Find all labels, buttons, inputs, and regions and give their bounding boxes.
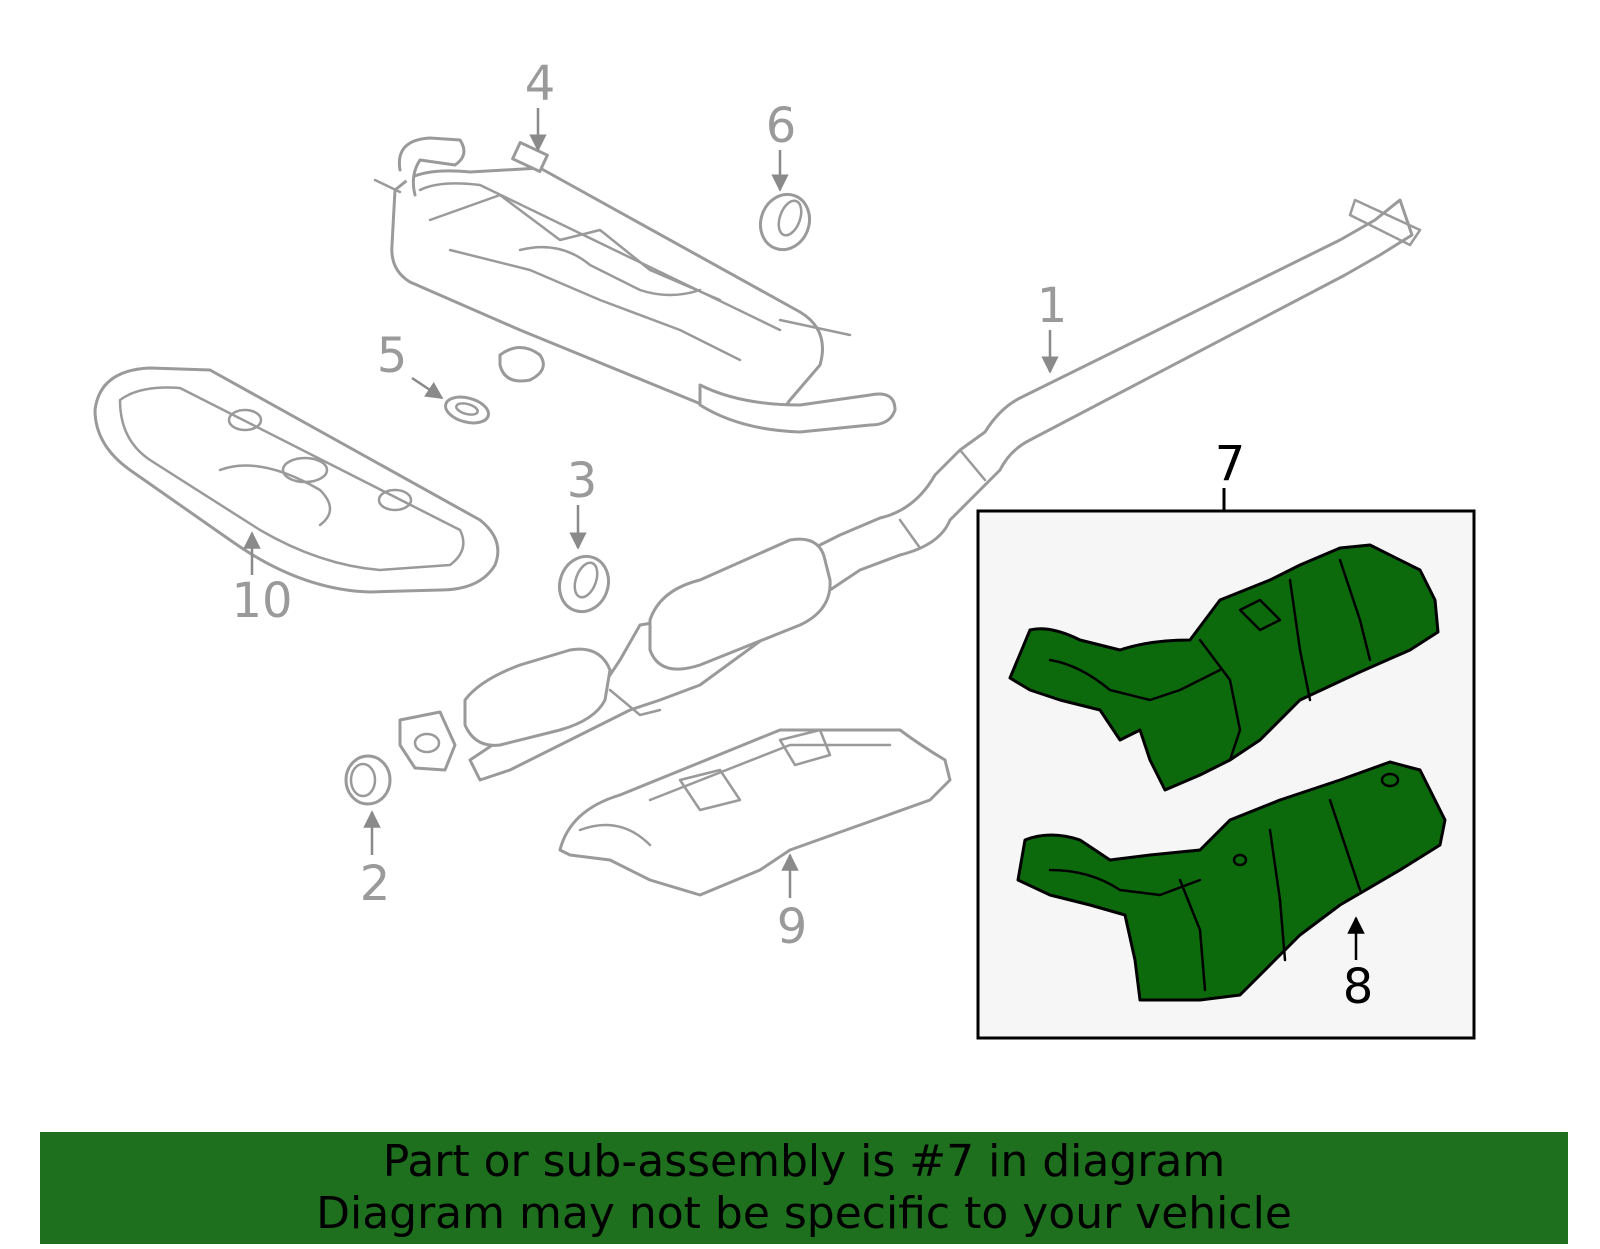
callout-2: 2 (360, 856, 391, 912)
callout-10: 10 (231, 573, 292, 629)
banner-line-1: Part or sub-assembly is #7 in diagram (382, 1136, 1226, 1187)
callout-9: 9 (777, 899, 808, 955)
muffler-part-4 (373, 136, 897, 434)
heat-shield-upper (1008, 543, 1440, 792)
callout-labels: 1 2 3 4 5 6 7 8 9 10 (231, 56, 1373, 1015)
hanger-part-6 (758, 192, 812, 252)
info-banner: Part or sub-assembly is #7 in diagram Di… (40, 1132, 1568, 1244)
exhaust-pipe-part-1 (398, 198, 1422, 782)
callout-4: 4 (525, 56, 556, 112)
banner-line-2: Diagram may not be specific to your vehi… (316, 1188, 1292, 1239)
gasket-part-2 (344, 754, 392, 806)
leader-lines (243, 108, 1365, 960)
hanger-part-3 (557, 554, 611, 614)
callout-3: 3 (567, 453, 598, 509)
callout-8: 8 (1343, 959, 1374, 1015)
callout-6: 6 (766, 98, 797, 154)
callout-5: 5 (377, 328, 408, 384)
gasket-part-5 (444, 395, 490, 425)
heat-shield-part-10 (93, 366, 500, 594)
callout-1: 1 (1037, 278, 1068, 334)
callout-7: 7 (1215, 436, 1246, 492)
highlight-box-part-7 (976, 509, 1476, 1040)
heat-shield-part-9 (558, 728, 952, 897)
